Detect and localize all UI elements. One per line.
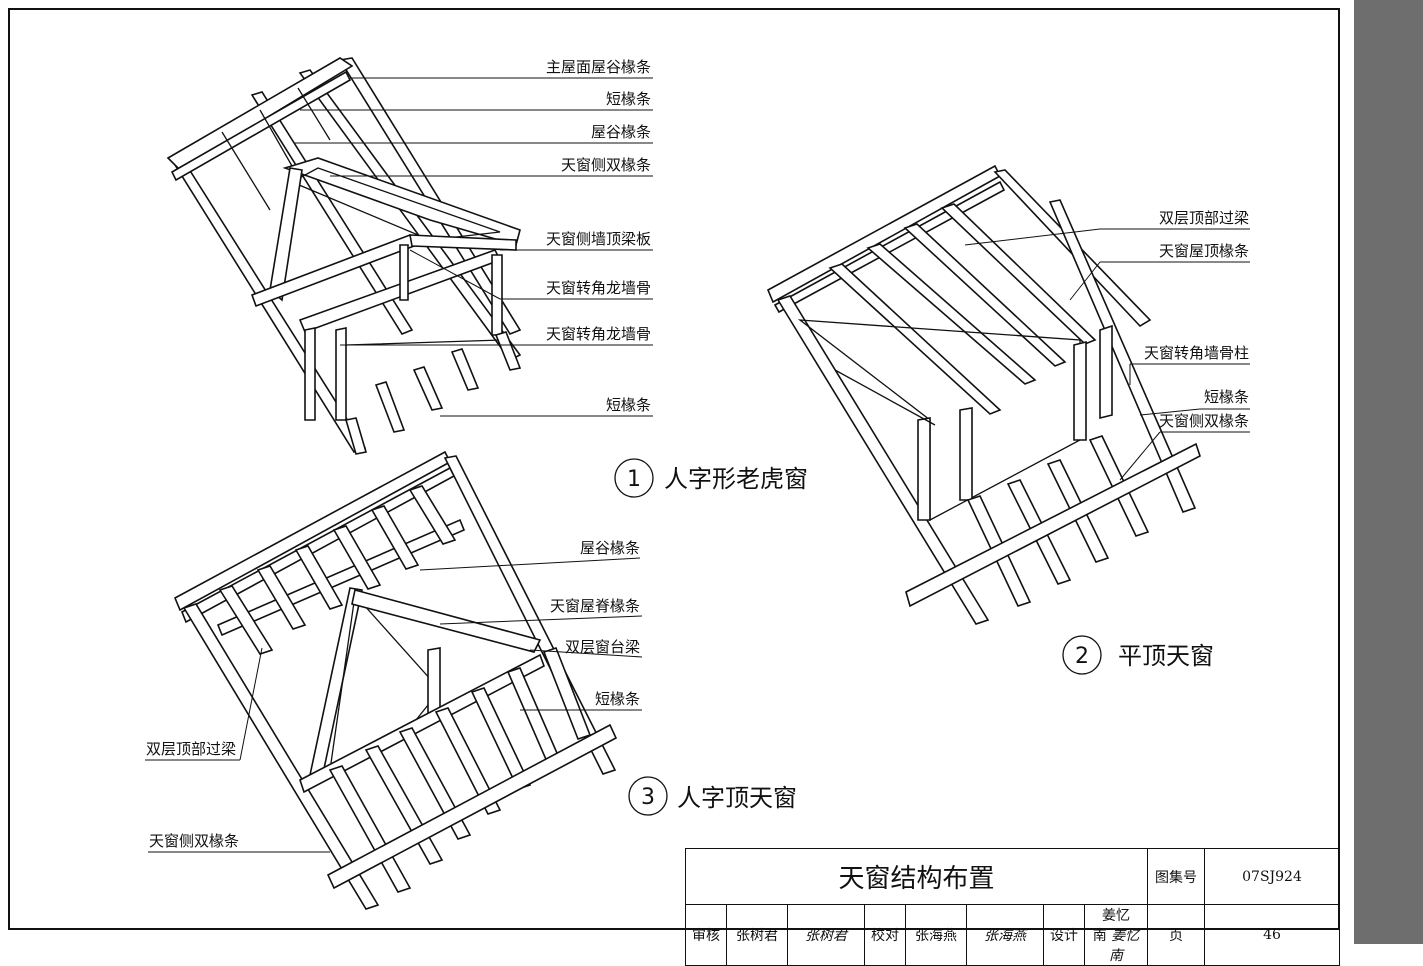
- figure3-labels: 屋谷椽条 天窗屋脊椽条 双层窗台梁 短椽条 双层顶部过梁 天窗侧双椽条: [146, 539, 640, 850]
- label-double-header: 双层顶部过梁: [1159, 209, 1249, 227]
- review-label: 审核: [685, 904, 727, 966]
- checker-signature: 张海燕: [966, 904, 1044, 966]
- sheet-frame: [8, 8, 1340, 930]
- figure3-drawing: [173, 450, 618, 910]
- design-label: 设计: [1043, 904, 1085, 966]
- figure1-drawing: [166, 57, 522, 455]
- designer-signature: 姜忆南: [1109, 928, 1140, 964]
- label-short-rafter: 短椽条: [595, 690, 640, 708]
- figure2-caption-text: 平顶天窗: [1118, 642, 1214, 670]
- figure2-drawing: [766, 164, 1201, 625]
- figure3-caption-text: 人字顶天窗: [677, 784, 797, 812]
- figure1-number-circle: [614, 458, 654, 498]
- figure1-leaders: [295, 77, 653, 417]
- drawing-canvas: 主屋面屋谷椽条 短椽条 屋谷椽条 天窗侧双椽条 天窗侧墙顶梁板 天窗转角龙墙骨 …: [145, 57, 1250, 910]
- scan-edge-band: [1354, 0, 1423, 944]
- label-short-rafter: 短椽条: [1204, 388, 1249, 406]
- label-valley-rafter: 屋谷椽条: [580, 539, 640, 557]
- figure2-labels: 双层顶部过梁 天窗屋顶椽条 天窗转角墙骨柱 短椽条 天窗侧双椽条: [1144, 209, 1249, 430]
- label-dormer-side-double-rafter: 天窗侧双椽条: [561, 156, 651, 174]
- checker-name: 张海燕: [905, 904, 967, 966]
- figure3-number: 3: [641, 785, 655, 810]
- label-dormer-corner-stud: 天窗转角龙墙骨: [546, 279, 651, 297]
- label-double-header: 双层顶部过梁: [146, 740, 236, 758]
- atlas-number: 07SJ924: [1204, 848, 1340, 905]
- reviewer-signature: 张树君: [787, 904, 865, 966]
- designer-name: 姜忆南: [1092, 908, 1130, 944]
- figure3-number-circle: [628, 776, 668, 816]
- label-dormer-wall-top-plate: 天窗侧墙顶梁板: [546, 230, 651, 248]
- figure1-labels: 主屋面屋谷椽条 短椽条 屋谷椽条 天窗侧双椽条 天窗侧墙顶梁板 天窗转角龙墙骨 …: [546, 58, 651, 414]
- label-short-rafter: 短椽条: [606, 90, 651, 108]
- label-dormer-corner-stud-2: 天窗转角龙墙骨: [546, 325, 651, 343]
- check-label: 校对: [864, 904, 906, 966]
- figure2-number: 2: [1075, 644, 1089, 669]
- atlas-label: 图集号: [1147, 848, 1205, 905]
- figure1-caption: 1 人字形老虎窗: [614, 458, 808, 498]
- page-label: 页: [1147, 904, 1205, 966]
- reviewer-name: 张树君: [726, 904, 788, 966]
- label-dormer-ridge-rafter: 天窗屋脊椽条: [550, 597, 640, 615]
- label-double-sill: 双层窗台梁: [565, 638, 640, 656]
- page-number: 46: [1204, 904, 1340, 966]
- label-valley-rafter: 屋谷椽条: [591, 123, 651, 141]
- label-short-rafter-2: 短椽条: [606, 396, 651, 414]
- figure2-leaders: [964, 228, 1250, 481]
- label-main-valley-rafter: 主屋面屋谷椽条: [546, 58, 651, 76]
- figure1-caption-text: 人字形老虎窗: [664, 465, 808, 493]
- designer-cell: 姜忆南 姜忆南: [1084, 904, 1148, 966]
- label-dormer-corner-post: 天窗转角墙骨柱: [1144, 344, 1249, 362]
- title-block: 天窗结构布置 图集号 07SJ924 审核 张树君 张树君 校对 张海燕 张海燕…: [685, 848, 1340, 966]
- label-dormer-roof-rafter: 天窗屋顶椽条: [1159, 242, 1249, 260]
- label-dormer-side-double-rafter: 天窗侧双椽条: [149, 832, 239, 850]
- label-dormer-side-double-rafter: 天窗侧双椽条: [1159, 412, 1249, 430]
- figure2-number-circle: [1062, 635, 1102, 675]
- drawing-title: 天窗结构布置: [685, 848, 1148, 905]
- figure2-caption: 2 平顶天窗: [1062, 635, 1214, 675]
- figure3-caption: 3 人字顶天窗: [628, 776, 797, 816]
- figure1-number: 1: [627, 467, 641, 492]
- figure3-leaders: [145, 557, 643, 853]
